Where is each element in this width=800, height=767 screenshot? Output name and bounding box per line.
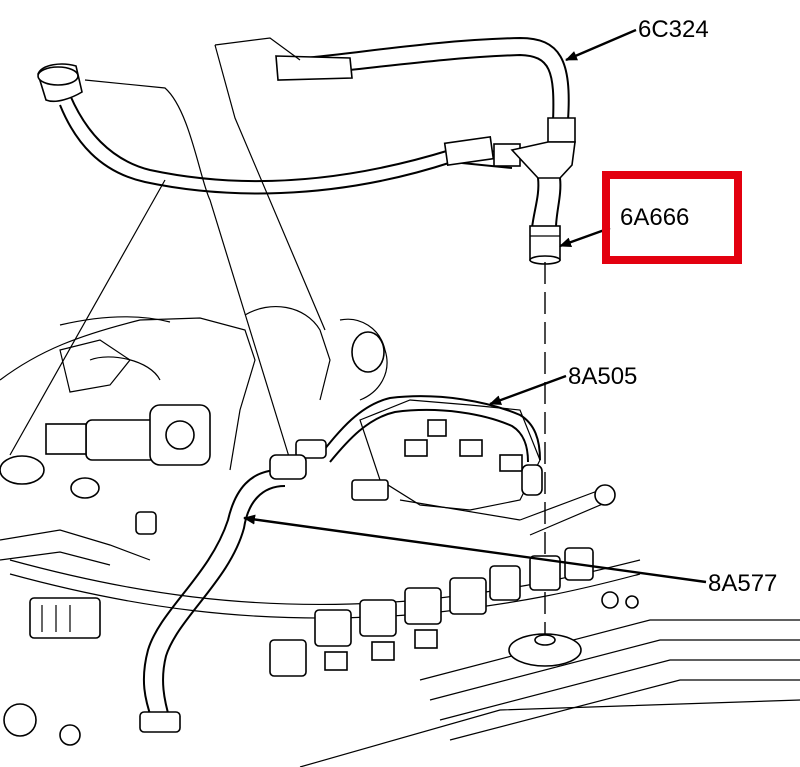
- junction-t: [510, 141, 576, 179]
- callout-6a666: 6A666: [620, 204, 689, 231]
- hose-routing-panel: [9, 37, 326, 461]
- highlight-box: [602, 171, 742, 264]
- coil-row: [269, 547, 594, 677]
- leader-lines: [243, 28, 707, 584]
- hose-8a577: [139, 454, 389, 733]
- engine-assembly: [0, 306, 800, 767]
- connector-6a666: [529, 225, 561, 261]
- clip-8a577: [269, 454, 307, 480]
- callout-8a577: 8A577: [708, 570, 777, 597]
- pcv-grommet: [508, 633, 582, 667]
- egr-valve-body: [85, 419, 157, 461]
- callout-8a505: 8A505: [568, 363, 637, 390]
- callout-6c324: 6C324: [638, 16, 709, 43]
- hose-8a505: [295, 395, 541, 463]
- upper-hose-assembly: [37, 36, 576, 265]
